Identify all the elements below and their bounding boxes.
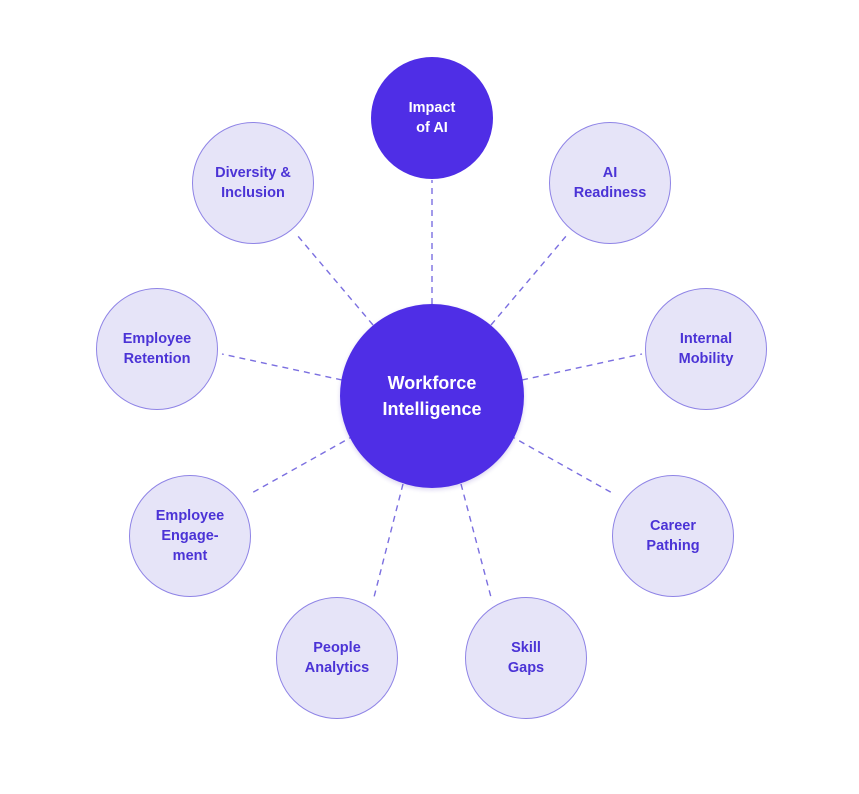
connector-career-pathing <box>499 429 615 495</box>
node-employee-retention[interactable]: Employee Retention <box>96 288 218 410</box>
node-career-pathing[interactable]: Career Pathing <box>612 475 734 597</box>
node-diversity-inclusion[interactable]: Diversity & Inclusion <box>192 122 314 244</box>
connector-employee-retention <box>221 353 343 381</box>
hub-workforce-intelligence[interactable]: Workforce Intelligence <box>340 304 524 488</box>
connector-diversity-inclusion <box>296 234 374 326</box>
connector-people-analytics <box>372 483 404 602</box>
node-internal-mobility[interactable]: Internal Mobility <box>645 288 767 410</box>
node-impact-of-ai[interactable]: Impact of AI <box>371 57 493 179</box>
node-ai-readiness[interactable]: AI Readiness <box>549 122 671 244</box>
node-skill-gaps[interactable]: Skill Gaps <box>465 597 587 719</box>
connector-ai-readiness <box>490 234 568 326</box>
node-people-analytics[interactable]: People Analytics <box>276 597 398 719</box>
connector-employee-engagement <box>249 429 365 495</box>
connector-skill-gaps <box>460 483 493 602</box>
connector-internal-mobility <box>521 353 643 381</box>
node-employee-engagement[interactable]: Employee Engage- ment <box>129 475 251 597</box>
